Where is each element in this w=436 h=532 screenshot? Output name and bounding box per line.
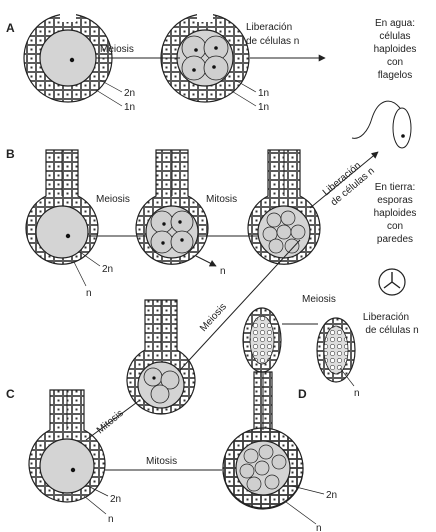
panel-b-letter: B xyxy=(6,147,15,161)
panel-a-meiosis-label: Meiosis xyxy=(100,44,134,55)
diploid-cell xyxy=(40,30,96,86)
panel-d-lower-structure xyxy=(223,372,303,509)
panel-c-letter: C xyxy=(6,387,15,401)
panel-d-release-2: de células n xyxy=(365,325,418,336)
land-note-line-1: En tierra: xyxy=(375,182,416,193)
panel-c-mitosis-diag-label: Mitosis xyxy=(95,408,126,436)
water-note-line-1: En agua: xyxy=(375,18,415,29)
panel-c-upper-structure xyxy=(127,300,195,414)
panel-d-released-sporangium xyxy=(317,318,355,382)
panel-c-meiosis-line xyxy=(180,240,300,370)
water-note-line-2: células xyxy=(379,31,410,42)
panel-a-release-1: Liberación xyxy=(246,22,292,33)
land-note-line-3: haploides xyxy=(374,208,417,219)
panel-b: B xyxy=(6,147,378,299)
panel-a-release-2: de células n xyxy=(246,36,299,47)
flagellated-cell xyxy=(393,108,411,148)
panel-a-structure-1 xyxy=(24,12,112,102)
panel-d-ploidy-n-2: n xyxy=(316,523,322,532)
panel-a-ploidy-1n: 1n xyxy=(124,102,135,113)
panel-b-structure-1 xyxy=(26,150,98,264)
panel-a-structure-2 xyxy=(161,12,249,102)
panel-d-ploidy-n: n xyxy=(354,388,360,399)
panel-b-ploidy-n: n xyxy=(86,288,92,299)
panel-c-lower-structure xyxy=(29,390,105,502)
panel-d-meiosis-label: Meiosis xyxy=(302,294,336,305)
panel-b-ploidy-n-2: n xyxy=(220,266,226,277)
panel-a-ploidy-2n: 2n xyxy=(124,88,135,99)
nucleus xyxy=(70,58,74,62)
panel-c-meiosis-label: Meiosis xyxy=(198,301,229,334)
water-note-line-4: con xyxy=(387,57,403,68)
panel-b-meiosis-label: Meiosis xyxy=(96,194,130,205)
land-note-line-4: con xyxy=(387,221,403,232)
panel-d-letter: D xyxy=(298,387,307,401)
panel-d-ploidy-2n: 2n xyxy=(326,490,337,501)
panel-b-ploidy-2n: 2n xyxy=(102,264,113,275)
panel-b-mitosis-label: Mitosis xyxy=(206,194,237,205)
panel-c-ploidy-n: n xyxy=(108,514,114,525)
panel-d-sporangium xyxy=(243,308,281,372)
panel-b-structure-3 xyxy=(248,150,320,264)
panel-d: D Meiosis Liberación de células n n xyxy=(223,294,419,532)
panel-a-ploidy-right-1: 1n xyxy=(258,88,269,99)
water-note-line-5: flagelos xyxy=(378,70,412,81)
panel-a: A Meiosis Liberación de células n 2n 1n xyxy=(6,12,325,113)
land-note-line-2: esporas xyxy=(377,195,413,206)
panel-a-letter: A xyxy=(6,21,15,35)
land-note: En tierra: esporas haploides con paredes xyxy=(374,182,417,295)
water-note-line-3: haploides xyxy=(374,44,417,55)
water-note: En agua: células haploides con flagelos xyxy=(352,18,416,148)
panel-d-release-1: Liberación xyxy=(363,312,409,323)
panel-b-structure-2 xyxy=(136,150,208,264)
panel-c-ploidy-2n: 2n xyxy=(110,494,121,505)
panel-c-mitosis-horiz-label: Mitosis xyxy=(146,456,177,467)
land-note-line-5: paredes xyxy=(377,234,413,245)
panel-a-ploidy-right-2: 1n xyxy=(258,102,269,113)
